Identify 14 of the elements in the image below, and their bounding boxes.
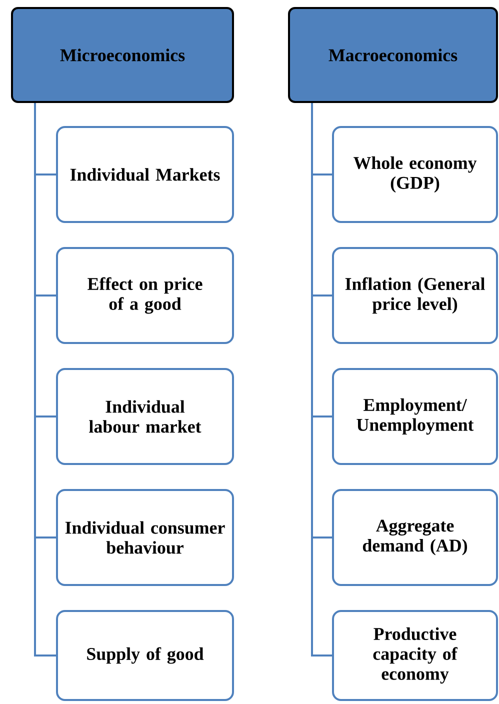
connector-line [311,103,332,656]
topic-box: Supply of good [56,610,234,701]
topic-box: Effect on price of a good [56,247,234,344]
heading-box: Microeconomics [11,7,234,103]
heading-box: Macroeconomics [288,7,498,103]
topic-box: Whole economy (GDP) [332,126,498,223]
topic-box: Employment/ Unemployment [332,368,498,465]
topic-box: Inflation (General price level) [332,247,498,344]
connector-line [34,103,56,656]
topic-box: Individual consumer behaviour [56,489,234,586]
topic-box: Aggregate demand (AD) [332,489,498,586]
topic-box: Individual Markets [56,126,234,223]
topic-box: Individual labour market [56,368,234,465]
topic-box: Productive capacity of economy [332,610,498,701]
